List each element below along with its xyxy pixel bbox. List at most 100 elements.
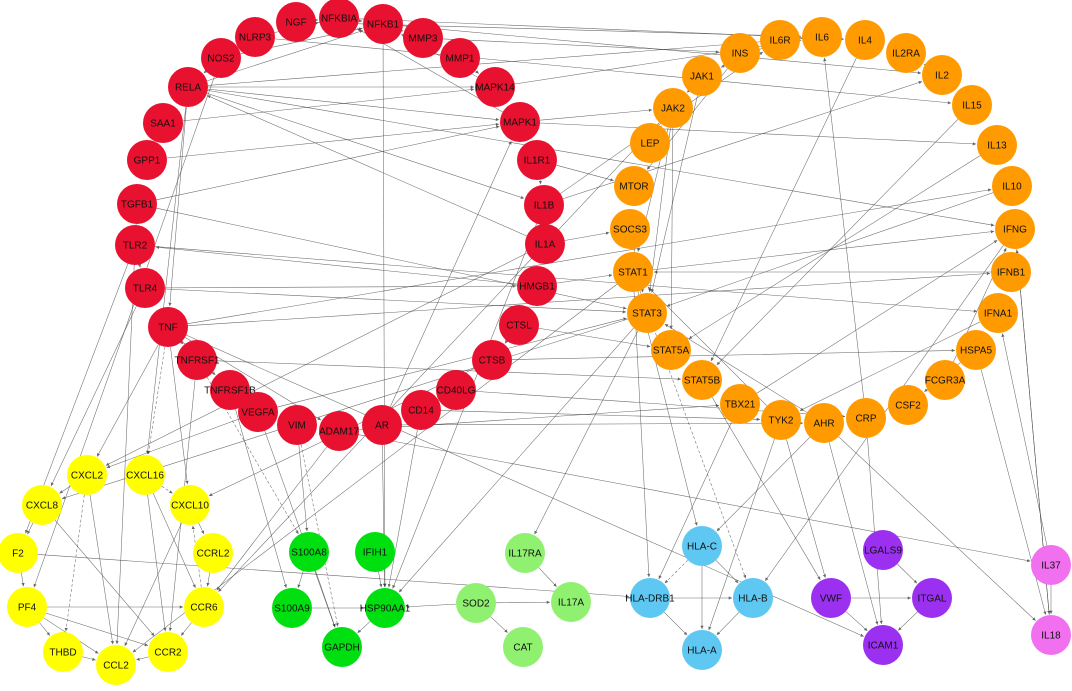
node-mmp3[interactable]: MMP3: [403, 18, 443, 58]
node-hla-drb1[interactable]: HLA-DRB1: [625, 578, 675, 618]
node-il1r1[interactable]: IL1R1: [517, 140, 557, 180]
node-ngf[interactable]: NGF: [276, 2, 316, 42]
node-cxcl10[interactable]: CXCL10: [170, 485, 210, 525]
node-tyk2[interactable]: TYK2: [761, 400, 801, 440]
node-icam1[interactable]: ICAM1: [863, 625, 903, 665]
node-hmgb1[interactable]: HMGB1: [517, 266, 557, 306]
edge-CXCL10-CCRL2: [199, 523, 204, 534]
node-il37[interactable]: IL37: [1031, 545, 1071, 585]
node-jak1[interactable]: JAK1: [682, 56, 722, 96]
node-cxcl16[interactable]: CXCL16: [125, 455, 165, 495]
node-fcgr3a[interactable]: FCGR3A: [925, 360, 966, 400]
node-tgfb1[interactable]: TGFB1: [117, 184, 157, 224]
node-stat1[interactable]: STAT1: [613, 252, 653, 292]
node-circle: [992, 166, 1032, 206]
node-circle: [319, 0, 359, 38]
node-stat5a[interactable]: STAT5A: [651, 330, 691, 370]
node-cxcl8[interactable]: CXCL8: [22, 485, 62, 525]
node-cd40lg[interactable]: CD40LG: [436, 370, 476, 410]
node-tbx21[interactable]: TBX21: [720, 384, 760, 424]
node-crp[interactable]: CRP: [846, 398, 886, 438]
node-mmp1[interactable]: MMP1: [440, 38, 480, 78]
node-csf2[interactable]: CSF2: [888, 385, 928, 425]
node-circle: [456, 583, 496, 623]
edge-VEGFA-CXCL2: [107, 419, 240, 468]
node-circle: [863, 625, 903, 665]
node-tlr2[interactable]: TLR2: [115, 225, 155, 265]
node-lep[interactable]: LEP: [630, 123, 670, 163]
node-s100a9[interactable]: S100A9: [272, 588, 312, 628]
node-lgals9[interactable]: LGALS9: [863, 530, 903, 570]
node-s100a8[interactable]: S100A8: [289, 532, 329, 572]
node-mtor[interactable]: MTOR: [614, 166, 654, 206]
node-ccrl2[interactable]: CCRL2: [193, 533, 233, 573]
node-nfkbia[interactable]: NFKBIA: [319, 0, 359, 38]
node-circle: [115, 225, 155, 265]
node-vegfa[interactable]: VEGFA: [238, 392, 278, 432]
node-tlr4[interactable]: TLR4: [125, 268, 165, 308]
node-hsp90aa1[interactable]: HSP90AA1: [360, 588, 411, 628]
node-saa1[interactable]: SAA1: [143, 103, 183, 143]
node-ifih1[interactable]: IFIH1: [355, 532, 395, 572]
node-il6r[interactable]: IL6R: [760, 20, 800, 60]
node-il1a[interactable]: IL1A: [525, 224, 565, 264]
node-tnf[interactable]: TNF: [148, 307, 188, 347]
node-cxcl2[interactable]: CXCL2: [67, 455, 107, 495]
node-ins[interactable]: INS: [720, 33, 760, 73]
node-sod2[interactable]: SOD2: [456, 583, 496, 623]
node-tnfrsf1[interactable]: TNFRSF1: [175, 340, 220, 380]
edge-CXCL2-CCL2: [90, 495, 113, 644]
node-ar[interactable]: AR: [362, 405, 402, 445]
node-ccr2[interactable]: CCR2: [148, 632, 188, 672]
node-hla-b[interactable]: HLA-B: [733, 578, 773, 618]
node-cat[interactable]: CAT: [503, 627, 543, 667]
node-mapk14[interactable]: MAPK14: [475, 67, 515, 107]
node-il1b[interactable]: IL1B: [524, 185, 564, 225]
node-ccr6[interactable]: CCR6: [184, 587, 224, 627]
node-stat3[interactable]: STAT3: [627, 293, 667, 333]
node-ctsb[interactable]: CTSB: [472, 340, 512, 380]
node-gpp1[interactable]: GPP1: [127, 140, 167, 180]
node-vim[interactable]: VIM: [277, 405, 317, 445]
edge-HLA-B-HLA-A: [717, 612, 739, 635]
node-circle: [272, 588, 312, 628]
node-il4[interactable]: IL4: [845, 20, 885, 60]
node-nlrp3[interactable]: NLRP3: [235, 17, 275, 57]
node-vwf[interactable]: VWF: [811, 578, 851, 618]
node-il17ra[interactable]: IL17RA: [505, 533, 545, 573]
node-il2ra[interactable]: IL2RA: [886, 33, 926, 73]
node-gapdh[interactable]: GAPDH: [322, 627, 362, 667]
node-hla-c[interactable]: HLA-C: [682, 526, 722, 566]
node-ifna1[interactable]: IFNA1: [978, 293, 1018, 333]
node-adam17[interactable]: ADAM17: [319, 411, 359, 451]
node-hla-a[interactable]: HLA-A: [682, 630, 722, 670]
node-il17a[interactable]: IL17A: [551, 582, 591, 622]
node-hspa5[interactable]: HSPA5: [956, 330, 996, 370]
node-stat5b[interactable]: STAT5B: [682, 360, 722, 400]
node-circle: [811, 578, 851, 618]
node-pf4[interactable]: PF4: [7, 587, 47, 627]
node-il18[interactable]: IL18: [1031, 615, 1071, 655]
node-thbd[interactable]: THBD: [43, 632, 83, 672]
node-ccl2[interactable]: CCL2: [96, 645, 136, 685]
edge-IL1R1-IL1B: [540, 180, 541, 184]
node-f2[interactable]: F2: [0, 533, 38, 573]
node-nos2[interactable]: NOS2: [201, 38, 241, 78]
node-ctsl[interactable]: CTSL: [499, 305, 539, 345]
node-il6[interactable]: IL6: [802, 17, 842, 57]
node-rela[interactable]: RELA: [168, 67, 208, 107]
node-itgal[interactable]: ITGAL: [912, 578, 952, 618]
node-il13[interactable]: IL13: [977, 125, 1017, 165]
node-ifnb1[interactable]: IFNB1: [991, 252, 1031, 292]
node-cd14[interactable]: CD14: [401, 390, 441, 430]
node-ahr[interactable]: AHR: [804, 403, 844, 443]
node-il15[interactable]: IL15: [952, 85, 992, 125]
node-il10[interactable]: IL10: [992, 166, 1032, 206]
node-jak2[interactable]: JAK2: [653, 88, 693, 128]
node-mapk1[interactable]: MAPK1: [500, 102, 540, 142]
edge-NOS2-RELA: [204, 71, 206, 73]
node-ifng[interactable]: IFNG: [995, 209, 1035, 249]
node-socs3[interactable]: SOCS3: [610, 209, 650, 249]
node-il2[interactable]: IL2: [922, 55, 962, 95]
node-nfkb1[interactable]: NFKB1: [363, 4, 403, 44]
